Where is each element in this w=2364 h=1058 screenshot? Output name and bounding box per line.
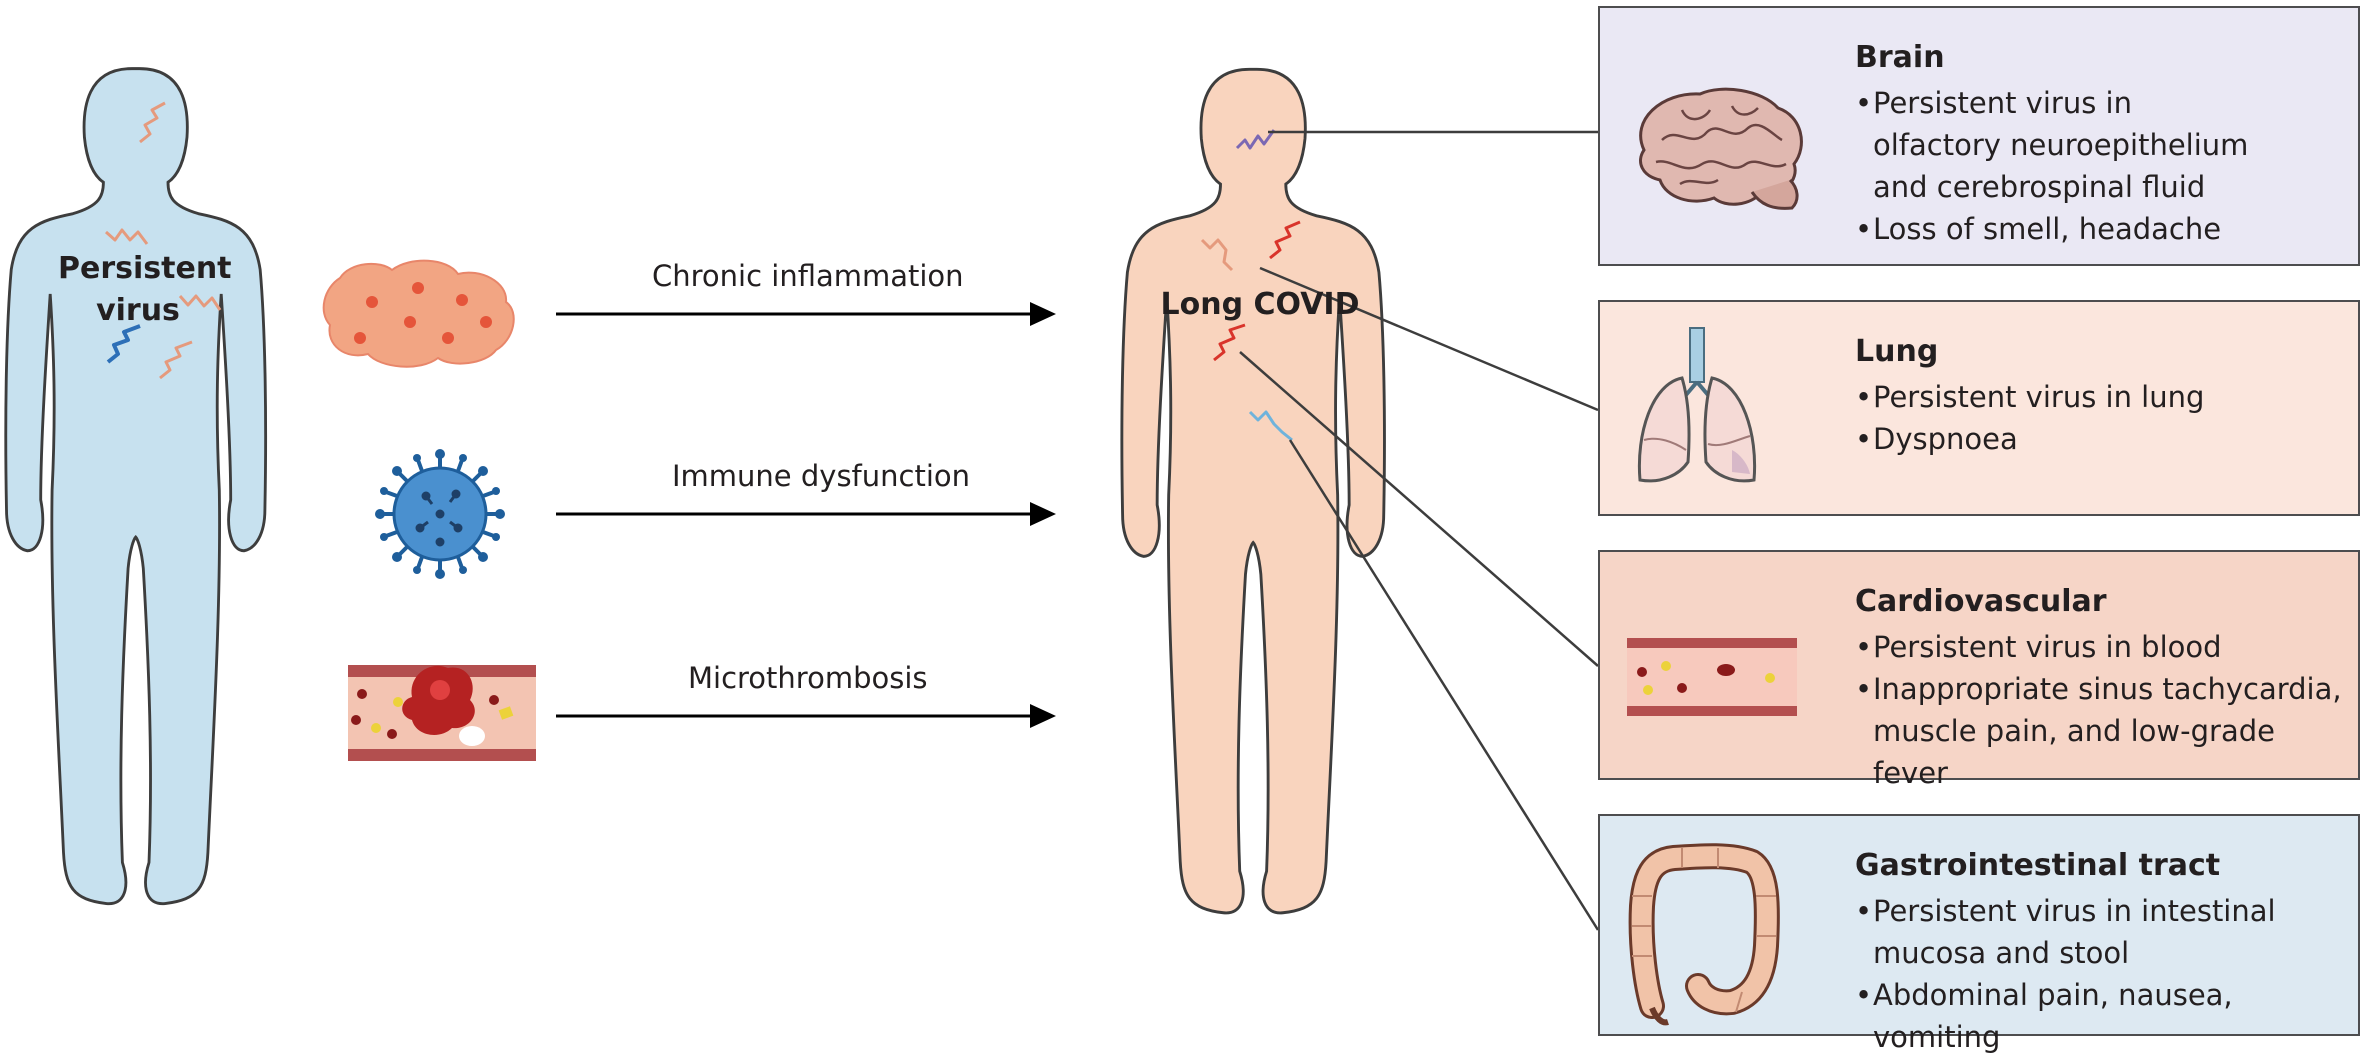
organ-bullet: Dyspnoea [1855, 418, 2348, 460]
organ-panel-gastrointestinal: Gastrointestinal tract Persistent virus … [1598, 814, 2360, 1036]
organ-bullet: Persistent virus in intestinal mucosa an… [1855, 890, 2293, 974]
organ-bullet: Persistent virus in olfactory neuroepith… [1855, 82, 2263, 208]
right-figure-label: Long COVID [1160, 284, 1360, 326]
organ-bullets-lung: Persistent virus in lung Dyspnoea [1855, 376, 2348, 460]
lungs-icon [1622, 324, 1772, 498]
organ-bullet: Abdominal pain, nausea, vomiting [1855, 974, 2348, 1058]
right-human-figure [1122, 69, 1598, 930]
blood-vessel-icon [1622, 632, 1802, 726]
mechanism-label-microthrombosis: Microthrombosis [688, 664, 928, 693]
organ-title-cardiovascular: Cardiovascular [1855, 582, 2348, 621]
arrowheads [1030, 302, 1056, 728]
organ-title-brain: Brain [1855, 38, 2348, 77]
organ-panel-brain: Brain Persistent virus in olfactory neur… [1598, 6, 2360, 266]
organ-bullets-gastrointestinal: Persistent virus in intestinal mucosa an… [1855, 890, 2348, 1058]
organ-title-gastrointestinal: Gastrointestinal tract [1855, 846, 2348, 885]
mechanism-label-chronic-inflammation: Chronic inflammation [652, 262, 964, 291]
left-figure-label-line2: virus [58, 290, 218, 332]
virus-particle-icon [375, 449, 505, 579]
left-figure-label: Persistent virus [58, 248, 218, 332]
inflammation-cell-icon [324, 261, 514, 367]
organ-bullet: Loss of smell, headache [1855, 208, 2348, 250]
brain-icon [1622, 80, 1812, 224]
organ-bullet: Inappropriate sinus tachycardia, muscle … [1855, 668, 2343, 794]
mechanism-label-immune-dysfunction: Immune dysfunction [672, 462, 970, 491]
organ-bullet: Persistent virus in blood [1855, 626, 2348, 668]
blood-clot-vessel-icon [348, 665, 536, 761]
organ-panel-lung: Lung Persistent virus in lung Dyspnoea [1598, 300, 2360, 516]
organ-title-lung: Lung [1855, 332, 2348, 371]
left-figure-label-line1: Persistent [58, 248, 218, 290]
left-human-figure [6, 69, 266, 904]
organ-bullets-cardiovascular: Persistent virus in blood Inappropriate … [1855, 626, 2348, 794]
organ-bullets-brain: Persistent virus in olfactory neuroepith… [1855, 82, 2348, 250]
organ-panel-cardiovascular: Cardiovascular Persistent virus in blood… [1598, 550, 2360, 780]
organ-bullet: Persistent virus in lung [1855, 376, 2348, 418]
intestine-icon [1622, 836, 1782, 1030]
arrows [556, 314, 1030, 716]
